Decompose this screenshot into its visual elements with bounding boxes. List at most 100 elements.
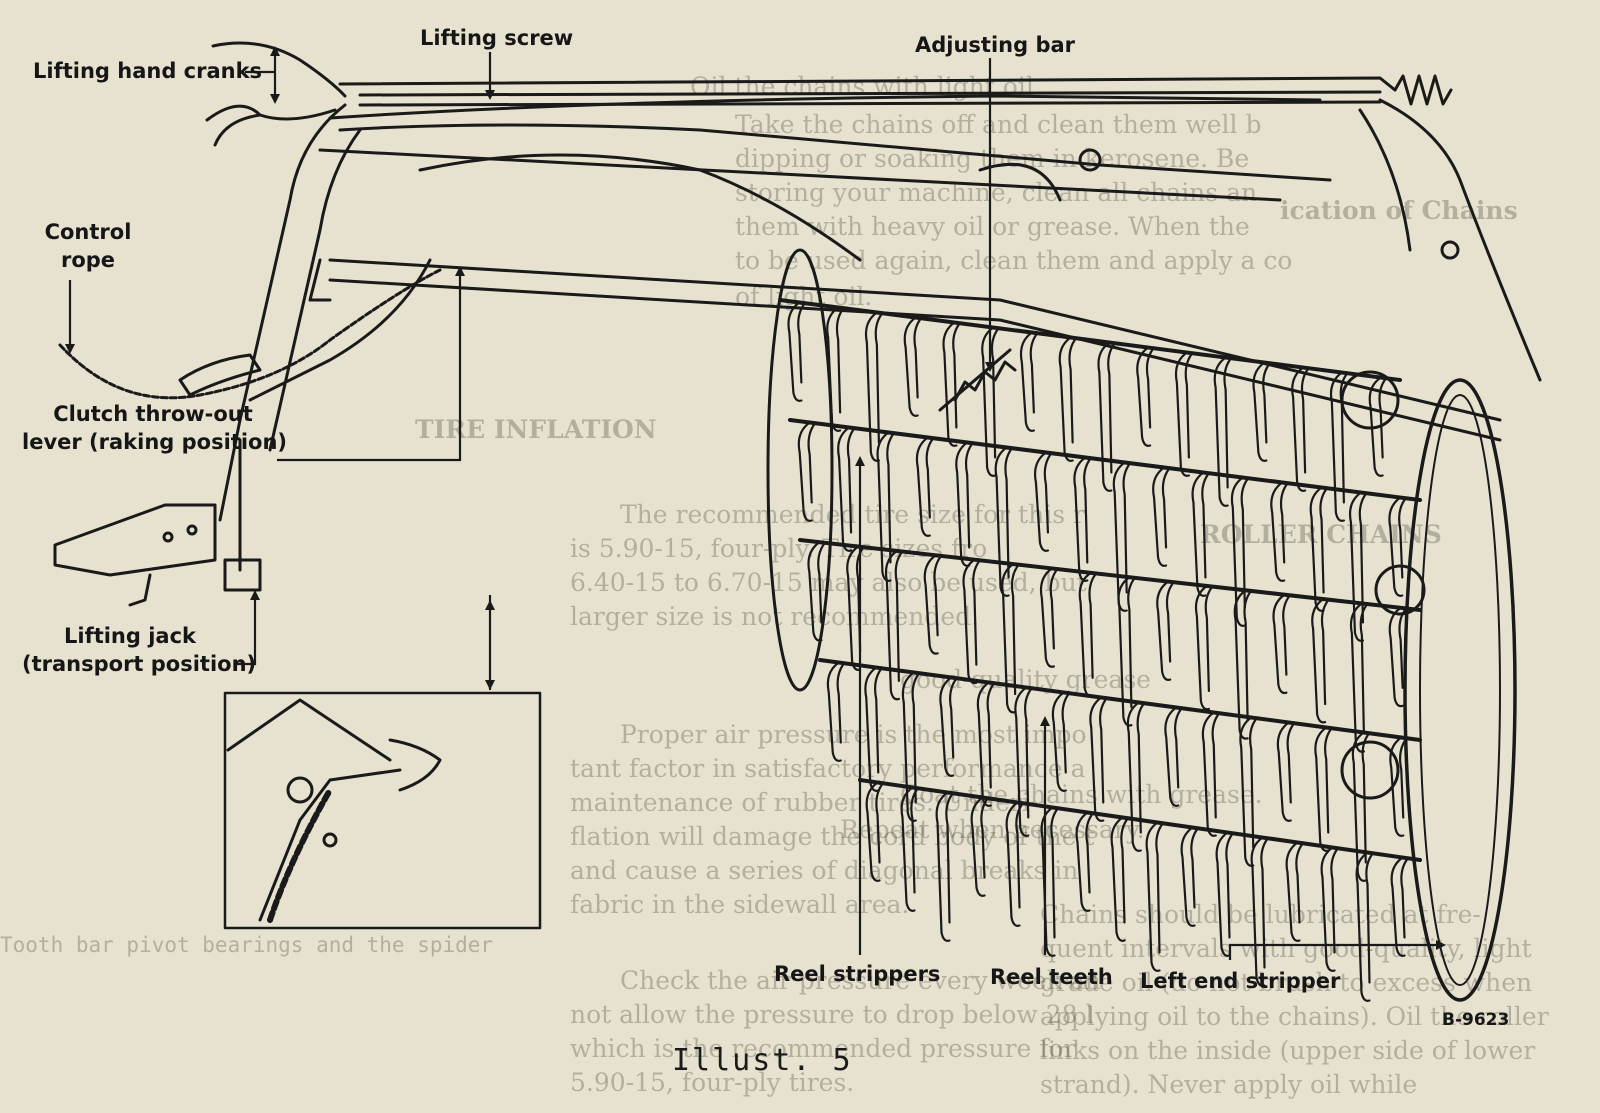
- bleed-line: storing your machine, clean all chains a…: [735, 178, 1258, 207]
- reel-tooth: [1043, 451, 1054, 534]
- reel-tooth: [1270, 481, 1286, 582]
- reel-tooth: [874, 666, 884, 774]
- reel-tooth: [865, 781, 881, 882]
- reel-tooth: [933, 554, 943, 637]
- lifting-jack-plate: [53, 503, 217, 577]
- reel-tooth: [1058, 336, 1074, 462]
- reel-tooth: [1286, 721, 1296, 804]
- reel-tooth: [864, 666, 880, 792]
- bleed-line: Repeat when necessary.: [840, 815, 1145, 844]
- bleed-line: quent intervals with good-quality, light: [1040, 934, 1532, 963]
- reel-tooth: [1019, 331, 1035, 432]
- reel-tooth: [970, 796, 986, 897]
- reel-tooth: [1320, 597, 1331, 706]
- reel-tooth: [1075, 811, 1091, 912]
- reel-tooth: [1190, 826, 1200, 909]
- leader-clutch: [277, 270, 462, 462]
- inset-rope: [267, 787, 333, 923]
- reel-tooth: [1050, 806, 1060, 939]
- reel-tooth: [1300, 366, 1311, 474]
- bleed-line: fabric in the sidewall area.: [570, 890, 910, 919]
- reel-tooth: [807, 541, 823, 642]
- reel-tooth: [1110, 816, 1126, 942]
- hand-crank-upper: [211, 41, 347, 98]
- reel-tooth: [952, 321, 962, 429]
- reel-tooth: [1029, 331, 1039, 414]
- reel-tooth: [1230, 476, 1246, 627]
- reel-tooth: [986, 681, 996, 789]
- bleed-line: which is the recommended pressure for: [570, 1034, 1076, 1063]
- reel-tooth: [1262, 361, 1272, 444]
- reel-tooth: [1348, 491, 1365, 642]
- reel-tooth: [1349, 602, 1365, 753]
- reel-tooth: [874, 311, 884, 444]
- reel-tooth: [964, 441, 975, 549]
- bleed-line: applying oil to the chains). Oil the rol…: [1040, 1002, 1549, 1031]
- reel-tooth: [1204, 584, 1214, 693]
- reel-tooth: [807, 421, 817, 504]
- bleed-line: to be used again, clean them and apply a…: [735, 246, 1293, 275]
- bleed-line: not allow the pressure to drop below 28 …: [570, 1000, 1094, 1029]
- reel-tooth: [981, 326, 997, 477]
- reel-tooth: [900, 786, 916, 912]
- reel-tooth: [1320, 846, 1336, 972]
- reel-tooth: [1201, 471, 1211, 579]
- reel-tooth: [1201, 711, 1217, 837]
- reel-tooth: [1358, 491, 1369, 624]
- figure-caption: Illust. 5: [672, 1043, 853, 1078]
- label-lifting-jack: Lifting jack (transport position): [22, 622, 256, 678]
- reel-tooth: [837, 426, 853, 552]
- reel-tooth: [1005, 801, 1021, 927]
- reel-tooth: [894, 549, 904, 683]
- reel-tooth: [980, 796, 990, 879]
- reel-end-disc: [1403, 378, 1517, 1002]
- reel-tooth: [1282, 593, 1292, 676]
- reel-tooth: [923, 554, 939, 655]
- reel-tooth: [1085, 811, 1095, 894]
- bleed-line: tant factor in satisfactory performance …: [570, 754, 1086, 783]
- reel-tooth: [1324, 726, 1334, 834]
- reel-tooth: [1088, 571, 1098, 679]
- reel-tooth: [1291, 366, 1307, 492]
- right-spring: [1393, 74, 1453, 106]
- reel-tooth: [1083, 456, 1093, 564]
- bleed-line: Proper air pressure is the most impo: [620, 720, 1087, 749]
- reel-tooth: [1279, 481, 1290, 564]
- reel-tooth: [1099, 696, 1109, 804]
- reel-tooth: [1285, 841, 1301, 942]
- reel-tooth: [1155, 821, 1165, 954]
- reel-tooth: [1233, 589, 1249, 740]
- reel-tooth: [1215, 831, 1231, 957]
- reel-tooth: [1033, 451, 1050, 552]
- reel-tooth: [1398, 606, 1408, 689]
- reel-tooth: [1191, 471, 1207, 597]
- reel-tooth: [1120, 816, 1130, 924]
- hand-crank-lower: [205, 104, 337, 122]
- reel-tooth: [990, 326, 1001, 459]
- reel-tooth: [1152, 466, 1168, 567]
- reel-tooth: [1211, 711, 1221, 819]
- reel-tooth: [1161, 466, 1172, 549]
- reel-tooth: [826, 661, 842, 762]
- bleed-line: is 5.90-15, four-ply. Tire sizes fro: [570, 534, 988, 563]
- reel-tooth: [817, 541, 827, 624]
- top-rail: [338, 76, 1397, 92]
- reel-tooth: [1399, 736, 1409, 819]
- reel-tooth: [1194, 584, 1210, 711]
- reel-tooth: [976, 681, 992, 807]
- reel-tooth: [913, 316, 923, 399]
- reel-tooth: [1389, 736, 1405, 837]
- reel-tooth: [1014, 686, 1030, 837]
- reel-tooth: [910, 786, 920, 894]
- reel-tooth: [1015, 801, 1025, 909]
- hand-crank-arm: [213, 113, 262, 147]
- reel-tooth: [1061, 691, 1071, 774]
- reel-tooth: [826, 306, 842, 432]
- reel-tooth: [1351, 731, 1367, 882]
- reel-tooth: [1174, 351, 1190, 477]
- bleed-line: 5.90-15, four-ply tires.: [570, 1068, 855, 1097]
- reel-tooth: [1127, 576, 1137, 709]
- bleed-line: Chains should be lubricated at fre-: [1040, 900, 1481, 929]
- label-clutch-throw-out-lever: Clutch throw-out lever (raking position): [22, 400, 287, 456]
